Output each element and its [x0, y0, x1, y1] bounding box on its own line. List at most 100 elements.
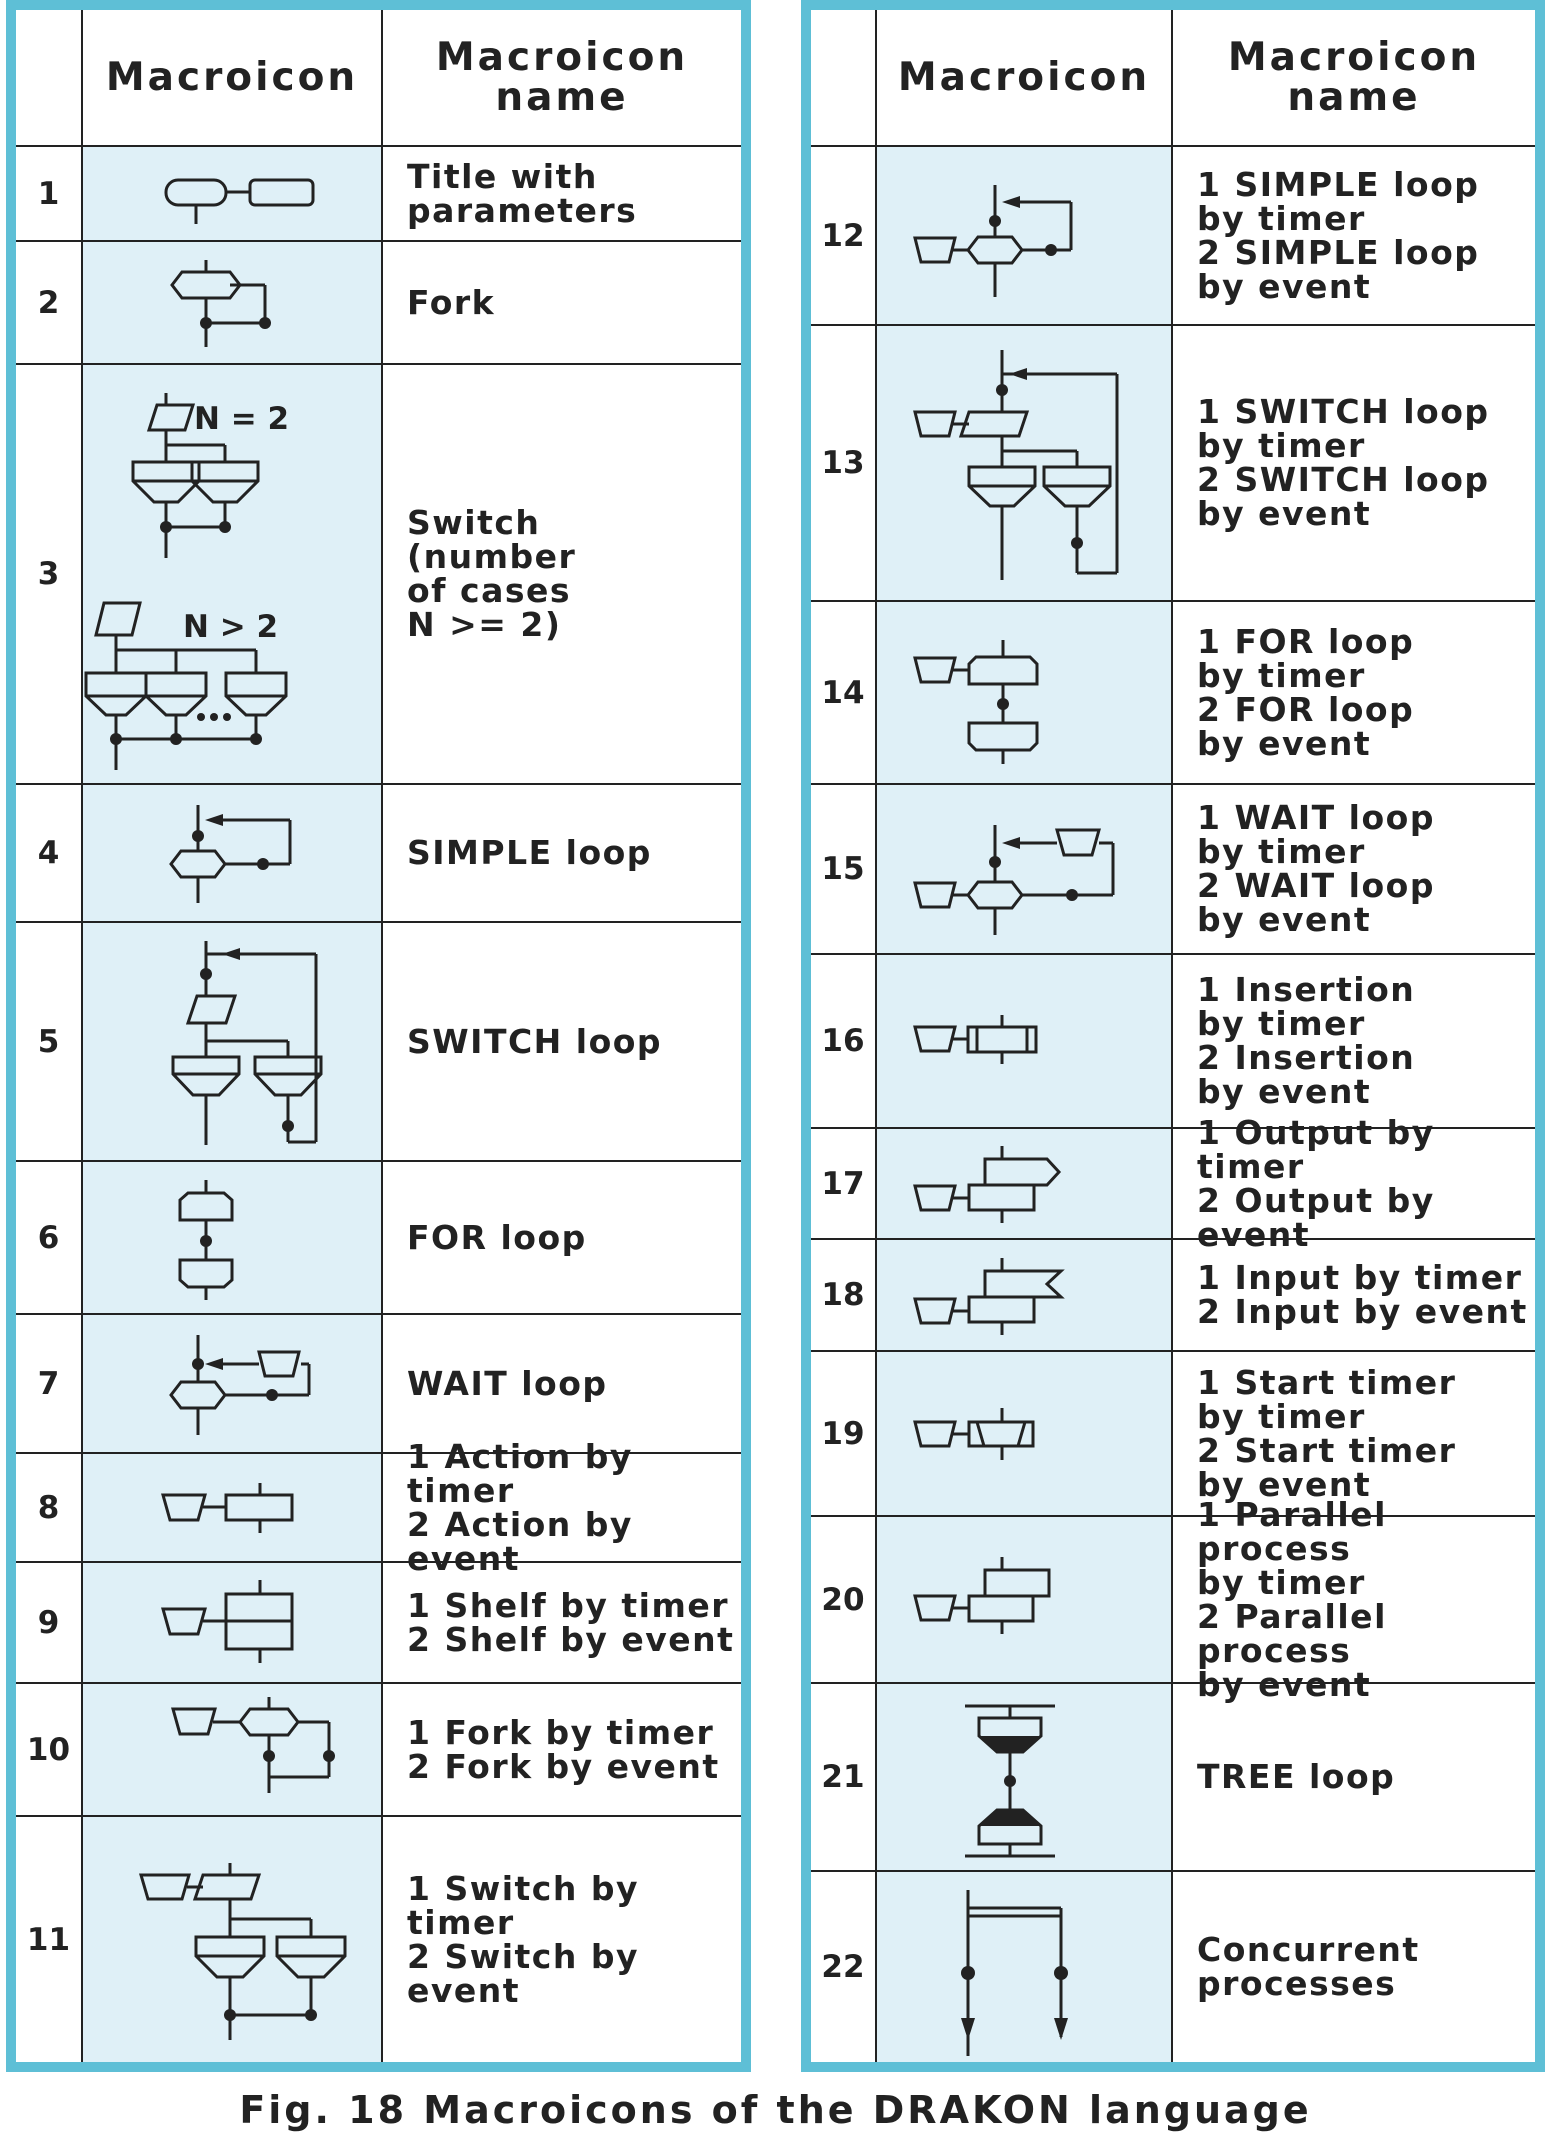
row-divider: [16, 240, 741, 242]
row-divider: [16, 1682, 741, 1684]
tree-loop-icon: [877, 1684, 1171, 1870]
row-number: 12: [821, 217, 865, 254]
column-divider: [875, 10, 877, 2062]
row-number: 3: [37, 556, 60, 592]
insertion-by-timer-icon: [877, 955, 1171, 1127]
column-divider: [81, 10, 83, 2062]
row-number: 5: [37, 1023, 60, 1060]
macroicon-name: 1 FOR loop by timer 2 FOR loop by event: [1197, 621, 1415, 763]
start-timer-icon: [877, 1352, 1171, 1515]
macroicon-name: 1 Insertion by timer 2 Insertion by even…: [1197, 970, 1416, 1111]
row-divider: [16, 1160, 741, 1162]
fork-icon: [83, 242, 381, 363]
macroicon-name: Switch (number of cases N >= 2): [407, 503, 577, 644]
row-divider: [16, 1452, 741, 1454]
header-macroicon: Macroicon: [897, 54, 1151, 100]
column-divider: [1171, 10, 1173, 2062]
row-divider: [16, 1561, 741, 1563]
macroicon-name: Fork: [407, 282, 496, 322]
macroicon-name: TREE loop: [1197, 1757, 1396, 1796]
parallel-process-icon: [877, 1517, 1171, 1682]
macroicon-table-right: Macroicon Macroicon name 12 1 SIMPLE loo…: [801, 0, 1545, 2072]
row-divider: [811, 1682, 1535, 1684]
row-number: 18: [821, 1277, 865, 1313]
row-divider: [811, 1870, 1535, 1872]
row-divider: [811, 1127, 1535, 1129]
row-number: 20: [821, 1581, 865, 1618]
row-number: 11: [26, 1921, 71, 1958]
wait-loop-icon: [83, 1315, 381, 1452]
macroicon-name: 1 WAIT loop by timer 2 WAIT loop by even…: [1197, 798, 1435, 939]
row-number: 2: [37, 284, 60, 321]
for-loop-by-timer-icon: [877, 602, 1171, 783]
header-macroicon-name: Macroicon name: [435, 34, 689, 120]
macroicon-name: 1 Shelf by timer 2 Shelf by event: [407, 1585, 735, 1659]
row-number: 1: [37, 175, 60, 212]
macroicon-name: 1 Switch by timer 2 Switch by event: [407, 1868, 639, 2010]
switch-loop-icon: [83, 923, 381, 1160]
row-divider: [16, 921, 741, 923]
header-macroicon: Macroicon: [105, 54, 359, 100]
row-number: 8: [37, 1489, 60, 1526]
macroicon-name: SIMPLE loop: [407, 833, 652, 872]
macroicon-name: WAIT loop: [407, 1363, 608, 1403]
row-number: 16: [821, 1023, 865, 1059]
macroicon-name: Concurrent processes: [1197, 1930, 1420, 2003]
row-divider: [16, 363, 741, 365]
macroicon-name: FOR loop: [407, 1217, 587, 1257]
row-divider: [811, 1515, 1535, 1517]
for-loop-icon: [83, 1162, 381, 1313]
switch-icon: N = 2 N > 2: [83, 365, 381, 783]
row-divider: [16, 145, 741, 147]
switch-label-n2: N = 2: [194, 401, 289, 437]
row-number: 21: [821, 1759, 865, 1795]
output-by-timer-icon: [877, 1129, 1171, 1238]
row-number: 4: [37, 835, 60, 871]
macroicon-name: Title with parameters: [407, 156, 638, 230]
macroicon-name: 1 Output by timer 2 Output by event: [1197, 1112, 1435, 1254]
macroicon-name: 1 SIMPLE loop by timer 2 SIMPLE loop by …: [1197, 164, 1480, 306]
row-number: 6: [37, 1219, 60, 1256]
row-divider: [811, 324, 1535, 326]
figure-caption: Fig. 18 Macroicons of the DRAKON languag…: [239, 2088, 1312, 2132]
input-by-timer-icon: [877, 1240, 1171, 1350]
header-macroicon-name: Macroicon name: [1227, 34, 1481, 120]
simple-loop-icon: [83, 785, 381, 921]
row-divider: [16, 1815, 741, 1817]
macroicon-name: SWITCH loop: [407, 1021, 663, 1061]
row-number: 19: [821, 1415, 865, 1452]
macroicon-name: 1 Input by timer 2 Input by event: [1197, 1258, 1528, 1331]
row-number: 13: [821, 445, 865, 481]
simple-loop-by-timer-icon: [877, 147, 1171, 324]
row-number: 9: [37, 1604, 60, 1641]
title-with-parameters-icon: [83, 147, 381, 240]
shelf-by-timer-icon: [83, 1563, 381, 1682]
row-number: 14: [821, 674, 865, 711]
column-divider: [381, 10, 383, 2062]
row-divider: [16, 1313, 741, 1315]
row-number: 22: [821, 1949, 865, 1985]
macroicon-name: 1 Action by timer 2 Action by event: [407, 1436, 633, 1578]
row-number: 17: [821, 1165, 865, 1202]
switch-label-n-gt-2: N > 2: [183, 609, 278, 645]
row-divider: [811, 783, 1535, 785]
row-divider: [811, 1350, 1535, 1352]
row-number: 15: [821, 851, 865, 887]
row-divider: [811, 145, 1535, 147]
fork-by-timer-icon: [83, 1684, 381, 1815]
row-divider: [811, 1238, 1535, 1240]
wait-loop-by-timer-icon: [877, 785, 1171, 953]
macroicon-name: 1 Fork by timer 2 Fork by event: [407, 1712, 720, 1786]
row-number: 7: [37, 1365, 60, 1402]
macroicon-name: 1 Parallel process by timer 2 Parallel p…: [1197, 1494, 1387, 1704]
switch-loop-by-timer-icon: [877, 326, 1171, 600]
action-by-timer-icon: [83, 1454, 381, 1561]
row-divider: [16, 783, 741, 785]
macroicon-name: 1 SWITCH loop by timer 2 SWITCH loop by …: [1197, 392, 1490, 533]
row-number: 10: [26, 1731, 71, 1768]
row-divider: [811, 600, 1535, 602]
macroicon-table-left: Macroicon Macroicon name 1 Title with pa…: [6, 0, 751, 2072]
macroicon-name: 1 Start timer by timer 2 Start timer by …: [1197, 1362, 1457, 1504]
concurrent-processes-icon: [877, 1872, 1171, 2062]
switch-by-timer-icon: [83, 1817, 381, 2062]
